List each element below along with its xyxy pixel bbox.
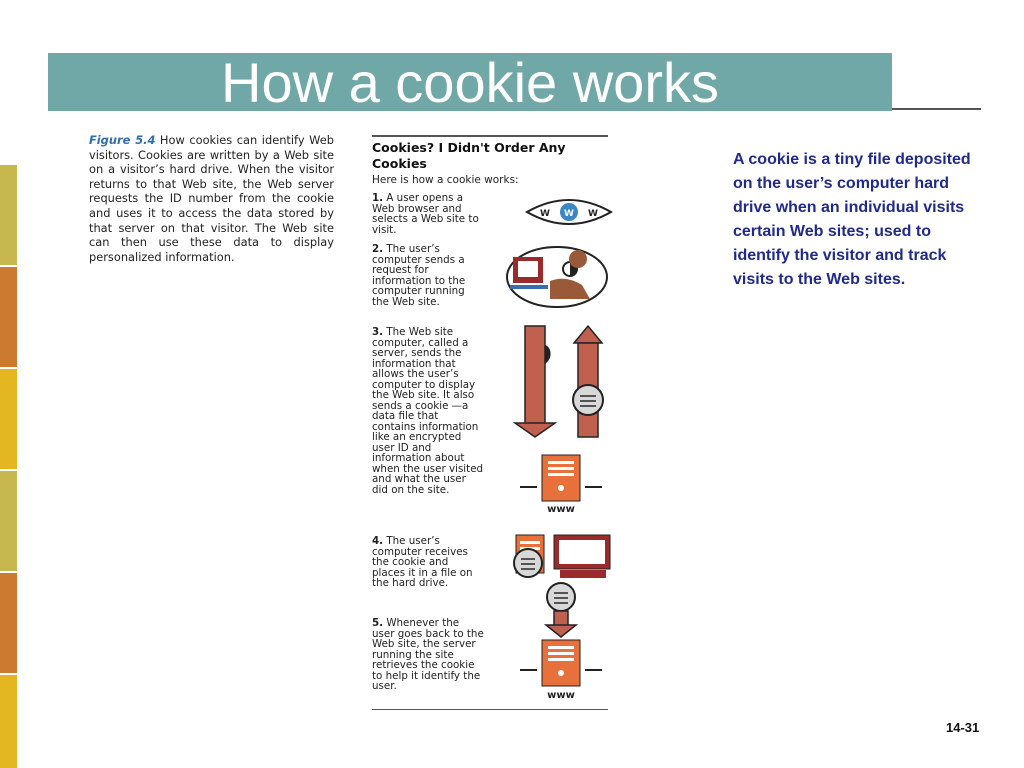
decorative-strip-4 (0, 471, 17, 571)
page-number: 14-31 (946, 720, 980, 735)
title-underline (892, 108, 981, 110)
cookie-icon (513, 548, 543, 578)
decorative-strip-2 (0, 267, 17, 367)
infographic-top-rule (372, 135, 608, 137)
infographic-title: Cookies? I Didn't Order Any Cookies (372, 140, 566, 171)
cookie-process-illustration: W W W ? www (506, 199, 614, 701)
step-1: 1. A user opens a Web browser and select… (372, 192, 479, 236)
cookie-definition-text: A cookie is a tiny file deposited on the… (733, 151, 971, 288)
svg-text:W: W (564, 209, 574, 219)
server-icon: www (520, 639, 602, 701)
step-2: 2. The user’s computer sends a request f… (372, 243, 466, 308)
title-bar (48, 53, 892, 111)
decorative-strip-1 (0, 165, 17, 265)
step-3: 3. The Web site computer, called a serve… (372, 326, 484, 496)
decorative-strip-5 (0, 573, 17, 673)
svg-text:www: www (547, 690, 575, 701)
cookie-icon (572, 384, 604, 416)
down-arrow-icon (543, 610, 579, 638)
cookie-icon (546, 582, 576, 612)
browser-www-icon: W W W (524, 199, 614, 225)
svg-text:W: W (540, 209, 550, 219)
figure-label: Figure 5.4 (89, 133, 156, 147)
up-arrow-icon (572, 324, 604, 438)
decorative-strip-6 (0, 675, 17, 768)
figure-caption: Figure 5.4 How cookies can identify Web … (89, 133, 334, 264)
svg-text:www: www (547, 504, 575, 515)
decorative-strip-3 (0, 369, 17, 469)
step-5: 5. Whenever the user goes back to the We… (372, 617, 484, 692)
server-icon: www (520, 454, 602, 515)
user-at-computer-icon (506, 246, 608, 308)
svg-text:W: W (588, 209, 598, 219)
monitor-icon (553, 534, 611, 578)
slide-title: How a cookie works (221, 51, 719, 114)
step-4: 4. The user’s computer receives the cook… (372, 535, 473, 589)
infographic-bottom-rule (372, 709, 608, 710)
down-arrow-icon (512, 325, 558, 438)
figure-caption-text: How cookies can identify Web visitors. C… (89, 133, 334, 264)
infographic-subtitle: Here is how a cookie works: (372, 174, 519, 186)
